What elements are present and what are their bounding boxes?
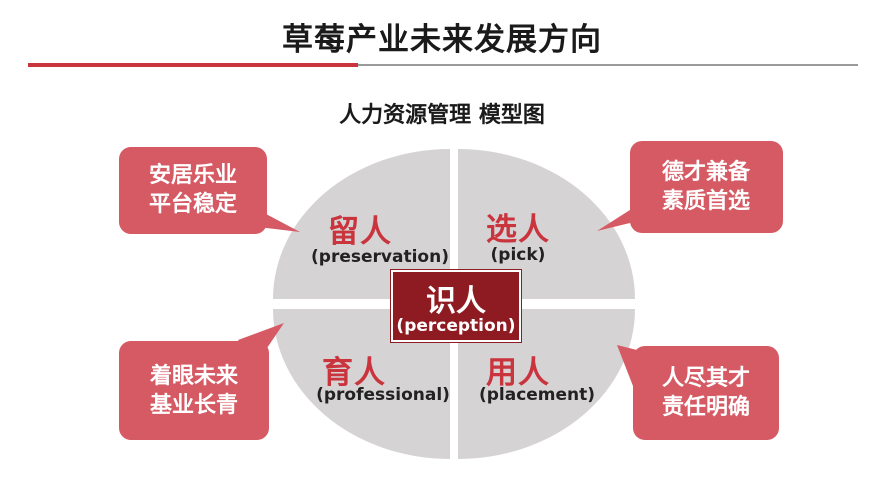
- center-label: 识人: [426, 284, 486, 319]
- callout-top-left: [119, 147, 300, 234]
- callout-text-top-left: 安居乐业 平台稳定: [118, 161, 268, 219]
- center-sub-label: (perception): [396, 316, 516, 336]
- quadrant-top-left: [273, 149, 450, 299]
- title-divider-rule: [358, 64, 858, 66]
- quadrant-label-professional: 育人: [322, 355, 386, 391]
- callout-line: 素质首选: [661, 189, 750, 214]
- quadrant-sub-pick: (pick): [490, 245, 546, 265]
- quadrant-bottom-left: [273, 309, 450, 459]
- callout-line: 安居乐业: [148, 163, 237, 188]
- quadrant-bottom-right: [458, 309, 635, 459]
- callout-line: 责任明确: [661, 395, 750, 420]
- quadrant-label-pick: 选人: [486, 212, 550, 248]
- callout-bottom-left: [119, 323, 284, 440]
- callout-top-right: [597, 141, 783, 233]
- callout-line: 着眼未来: [149, 364, 238, 389]
- callout-line: 人尽其才: [661, 366, 750, 391]
- callout-bottom-right: [617, 345, 779, 440]
- callout-text-top-right: 德才兼备 素质首选: [631, 158, 781, 216]
- quadrant-sub-preservation: (preservation): [311, 247, 449, 267]
- quadrant-sub-professional: (professional): [316, 385, 450, 405]
- page-title: 草莓产业未来发展方向: [282, 22, 602, 58]
- center-perception-box: 识人 (perception): [393, 272, 519, 340]
- callout-line: 基业长青: [149, 393, 238, 418]
- callout-line: 德才兼备: [661, 160, 750, 185]
- quadrant-label-preservation: 留人: [328, 214, 392, 250]
- diagram-subtitle: 人力资源管理 模型图: [339, 103, 545, 128]
- callout-text-bottom-right: 人尽其才 责任明确: [631, 364, 781, 422]
- title-accent-rule: [28, 63, 358, 67]
- quadrant-top-right: [458, 149, 635, 299]
- quadrant-label-placement: 用人: [486, 355, 550, 391]
- callout-text-bottom-left: 着眼未来 基业长青: [119, 362, 269, 420]
- quadrant-sub-placement: (placement): [478, 385, 596, 405]
- callout-line: 平台稳定: [148, 192, 237, 217]
